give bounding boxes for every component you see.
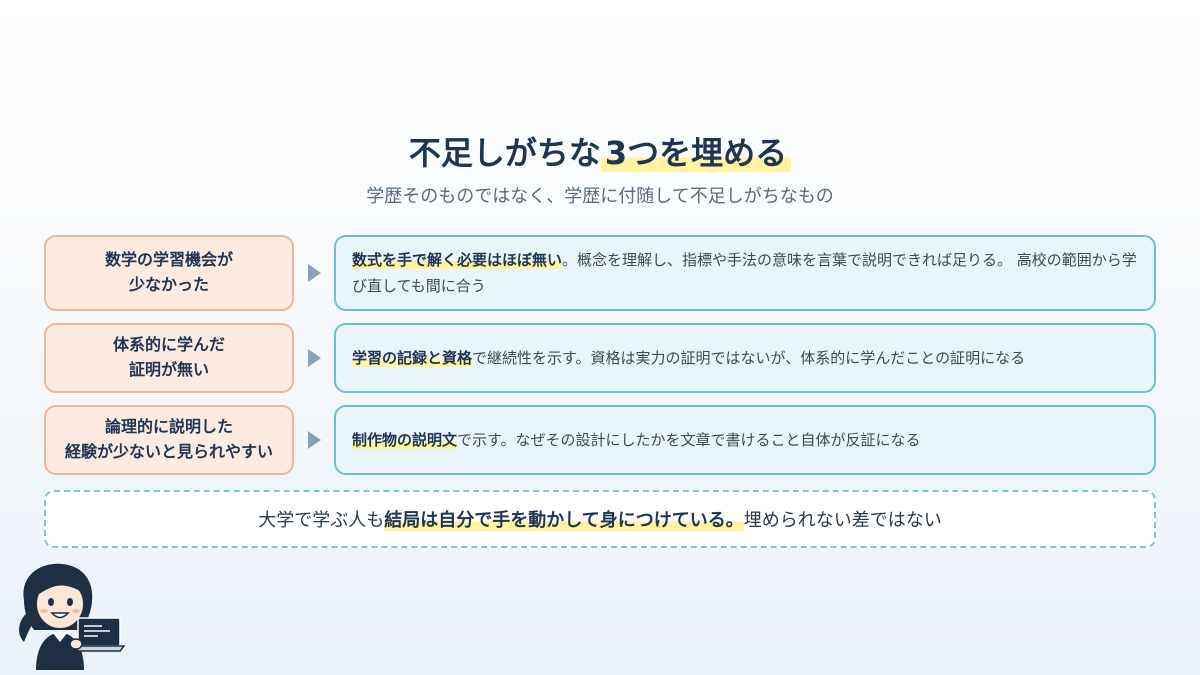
title-highlight: 3つを埋める <box>600 134 792 172</box>
gap-label-box: 体系的に学んだ 証明が無い <box>44 323 294 393</box>
page-subtitle: 学歴そのものではなく、学歴に付随して不足しがちなもの <box>366 186 834 207</box>
gap-label-box: 論理的に説明した 経験が少ないと見られやすい <box>44 405 294 475</box>
gap-row-logic: 論理的に説明した 経験が少ないと見られやすい 制作物の説明文で示す。なぜその設計… <box>44 405 1156 475</box>
woman-with-laptop-illustration <box>19 563 126 670</box>
conclusion-box: 大学で学ぶ人も結局は自分で手を動かして身につけている。埋められない差ではない <box>44 490 1156 548</box>
gap-label-line1: 体系的に学んだ <box>112 335 225 355</box>
solution-box: 学習の記録と資格で継続性を示す。資格は実力の証明ではないが、体系的に学んだことの… <box>334 323 1156 393</box>
gap-label-line2: 少なかった <box>128 275 209 294</box>
triangle-right-icon <box>308 431 321 449</box>
gap-label-line1: 数学の学習機会が <box>104 250 233 270</box>
solution-text: で示す。なぜその設計にしたかを文章で書けること自体が反証になる <box>457 430 921 449</box>
solution-text: 。概念を理解し、指標や手法の意味を言葉で説明できれば足りる。 高校の範囲から学び… <box>352 250 1137 295</box>
solution-box: 数式を手で解く必要はほぼ無い。概念を理解し、指標や手法の意味を言葉で説明できれば… <box>334 235 1156 311</box>
conclusion-pre: 大学で学ぶ人も <box>258 510 385 531</box>
conclusion-bold: 結局は自分で手を動かして身につけている。 <box>384 510 744 531</box>
solution-text: で継続性を示す。資格は実力の証明ではないが、体系的に学んだことの証明になる <box>472 348 1026 367</box>
gap-label-box: 数学の学習機会が 少なかった <box>44 235 294 311</box>
solution-keyword: 学習の記録と資格 <box>352 348 473 367</box>
title-pre: 不足しがちな <box>408 134 601 172</box>
gap-label-line2: 経験が少ないと見られやすい <box>64 442 273 461</box>
gap-row-math: 数学の学習機会が 少なかった 数式を手で解く必要はほぼ無い。概念を理解し、指標や… <box>44 235 1156 311</box>
gap-label-line1: 論理的に説明した <box>104 417 233 437</box>
gap-label-line2: 証明が無い <box>128 360 209 379</box>
solution-keyword: 数式を手で解く必要はほぼ無い <box>352 250 563 269</box>
conclusion-post: 埋められない差ではない <box>743 510 942 531</box>
solution-box: 制作物の説明文で示す。なぜその設計にしたかを文章で書けること自体が反証になる <box>334 405 1156 475</box>
solution-keyword: 制作物の説明文 <box>352 430 458 449</box>
triangle-right-icon <box>308 264 321 282</box>
gap-row-proof: 体系的に学んだ 証明が無い 学習の記録と資格で継続性を示す。資格は実力の証明では… <box>44 323 1156 393</box>
triangle-right-icon <box>308 349 321 367</box>
